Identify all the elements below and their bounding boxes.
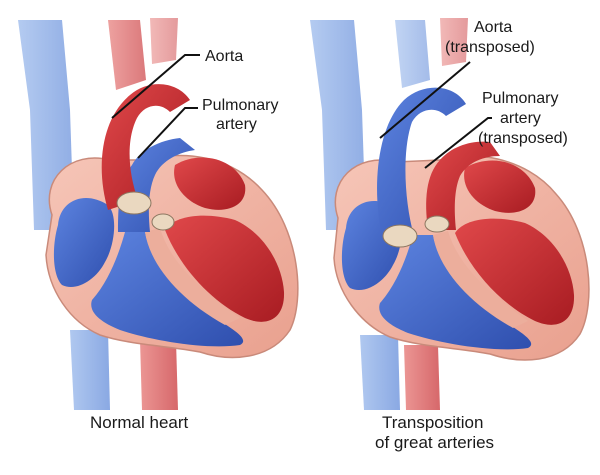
right-aorta-transposed bbox=[377, 87, 466, 236]
left-pulmonary-label-line2: artery bbox=[216, 116, 257, 133]
left-septum bbox=[145, 228, 240, 325]
right-top-vessels bbox=[395, 20, 430, 88]
left-caption: Normal heart bbox=[90, 413, 189, 432]
left-descending-aorta bbox=[140, 340, 178, 410]
right-top-vessels-2 bbox=[440, 18, 468, 66]
left-inferior-vena-cava bbox=[70, 330, 110, 410]
left-pulmonary-label-line1: Pulmonary bbox=[202, 97, 278, 114]
right-pulmonary-label-line2: artery bbox=[500, 110, 541, 127]
right-aortic-valve bbox=[382, 224, 418, 248]
right-aorta-label-line2: (transposed) bbox=[445, 39, 535, 56]
right-left-ventricle bbox=[455, 218, 575, 325]
right-left-atrium bbox=[464, 160, 536, 213]
left-aorta bbox=[101, 84, 190, 210]
left-left-ventricle bbox=[165, 215, 285, 322]
left-right-atrium bbox=[53, 197, 115, 288]
right-pulmonary-artery-transposed bbox=[426, 141, 500, 230]
right-aorta-leader-line bbox=[379, 61, 471, 139]
right-inferior-vena-cava bbox=[360, 335, 400, 410]
right-aorta-label-line1: Aorta bbox=[474, 19, 512, 36]
right-caption-line1: Transposition bbox=[382, 413, 483, 432]
right-descending-aorta bbox=[404, 345, 440, 410]
left-right-ventricle bbox=[91, 232, 244, 347]
left-aorta-leader-line bbox=[111, 54, 200, 119]
right-pulmonary-label-line1: Pulmonary bbox=[482, 90, 558, 107]
right-septum bbox=[433, 231, 528, 328]
right-right-ventricle bbox=[379, 235, 532, 350]
right-caption-line2: of great arteries bbox=[375, 433, 494, 452]
normal-heart-diagram: Aorta Pulmonary artery Normal heart bbox=[18, 18, 299, 432]
left-aorta-label: Aorta bbox=[205, 48, 243, 65]
left-top-vessels bbox=[108, 20, 146, 90]
right-pulmonary-valve bbox=[424, 215, 450, 233]
left-left-atrium bbox=[174, 157, 246, 210]
transposition-heart-diagram: Aorta (transposed) Pulmonary artery (tra… bbox=[310, 18, 590, 452]
left-pulmonary-leader-line bbox=[137, 107, 198, 159]
right-pulmonary-leader-line bbox=[424, 117, 492, 169]
left-aortic-valve bbox=[151, 213, 175, 231]
right-pulmonary-label-line3: (transposed) bbox=[478, 130, 568, 147]
left-top-vessels-2 bbox=[150, 18, 178, 64]
left-pulmonary-valve bbox=[116, 191, 152, 215]
